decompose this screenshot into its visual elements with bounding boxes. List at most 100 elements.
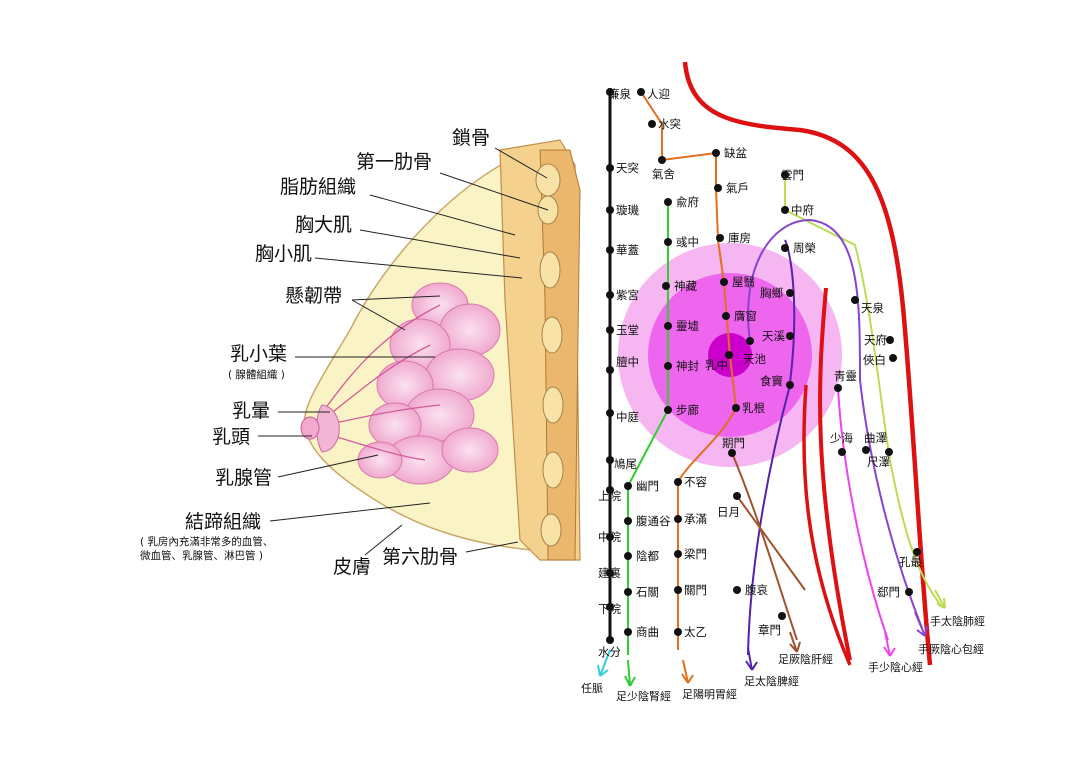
acupoint-dot-youmen (624, 482, 632, 490)
acupoint-dot-zigong (606, 291, 614, 299)
acupoint-label-quze: 曲澤 (864, 431, 887, 445)
acupoint-dot-zhongfu (781, 206, 789, 214)
acupoint-label-shuifen: 水分 (598, 645, 621, 659)
acupoint-label-kongzui: 孔最 (899, 555, 922, 569)
acupoint-label-tianquan: 天泉 (861, 301, 884, 315)
label-nipple: 乳頭 (212, 426, 250, 448)
rib-2 (540, 252, 560, 288)
acupoint-dot-shuitu (648, 120, 656, 128)
acupoint-dot-xiongxiang (786, 289, 794, 297)
acupoint-label-tianxi: 天溪 (762, 329, 785, 343)
acupoint-label-lingxu: 靈墟 (676, 319, 699, 333)
acupoint-dot-shaohai (838, 448, 846, 456)
acupoint-dot-wuyi (720, 278, 728, 286)
acupoint-label-qihu: 氣戶 (726, 181, 749, 195)
acupoint-label-fuai: 腹哀 (745, 583, 768, 597)
acupoint-label-guanmen: 關門 (684, 583, 707, 597)
acupoint-label-chize: 尺澤 (867, 455, 890, 469)
acupoint-label-zigong: 紫宮 (616, 288, 639, 302)
acupoint-label-lianquan: 廉泉 (608, 87, 631, 101)
acupoint-dot-shuifen (606, 636, 614, 644)
acupoint-dot-qishe (658, 156, 666, 164)
acupoint-dot-huagai (606, 246, 614, 254)
acupoint-label-bulang: 步廊 (676, 403, 699, 417)
acupoint-dot-xuanji (606, 206, 614, 214)
acupoint-label-shaohai: 少海 (830, 431, 853, 445)
acupoint-dot-taiyi (674, 628, 682, 636)
acupoint-dot-ximen (905, 588, 913, 596)
acupoint-label-yindu: 陰都 (636, 549, 659, 563)
acupoint-dot-zhangmen (778, 612, 786, 620)
legend-liver: 足厥陰肝經 (778, 652, 833, 666)
acupoint-dot-quepen (712, 149, 720, 157)
acupoint-label-jiuwei: 鳩尾 (614, 457, 637, 471)
acupoint-label-qishe: 氣舍 (652, 167, 675, 181)
acupoint-dot-rugen (732, 404, 740, 412)
legend-ren: 任脈 (581, 681, 603, 695)
breast-cross-section-illustration (301, 140, 580, 560)
acupoint-dot-burong (674, 478, 682, 486)
acupoint-dot-tianfu (886, 336, 894, 344)
acupoint-dot-yuzhong (664, 238, 672, 246)
legend-pericardium: 手厥陰心包經 (918, 642, 984, 656)
acupoint-label-shangwan: 上院 (598, 489, 621, 503)
acupoint-label-tianchi: 天池 (743, 352, 766, 366)
acupoint-label-shanzhong: 膻中 (616, 355, 639, 369)
acupoint-label-burong: 不容 (684, 475, 707, 489)
acupoint-label-shencang: 神藏 (674, 279, 697, 293)
acupoint-label-shidou: 食竇 (760, 374, 783, 388)
acupoint-dot-futonggu (624, 517, 632, 525)
legend-spleen: 足太陰脾經 (744, 674, 799, 688)
legend-lung: 手太陰肺經 (930, 614, 985, 628)
acupoint-dot-shufu (664, 198, 672, 206)
acupoint-dot-bulang (664, 406, 672, 414)
acupoint-label-chengman: 承滿 (684, 512, 707, 526)
acupoint-dot-tiantu (606, 164, 614, 172)
acupoint-label-shiguan: 石關 (636, 585, 659, 599)
label-pec-minor: 胸小肌 (255, 243, 312, 265)
acupoint-label-yutang: 玉堂 (616, 323, 639, 337)
legend-kidney: 足少陰腎經 (616, 689, 671, 703)
acupoint-dot-shenfeng (664, 362, 672, 370)
acupoint-dot-riyue (733, 492, 741, 500)
label-lobule: 乳小葉 (230, 343, 287, 365)
acupoint-label-yunmen: 雲門 (781, 168, 804, 182)
acupoint-label-xiongxiang: 胸鄉 (760, 286, 783, 300)
label-skin: 皮膚 (333, 556, 371, 578)
rib-5 (543, 452, 563, 488)
acupoint-label-zhongting: 中庭 (616, 410, 639, 424)
acupoint-label-rugen: 乳根 (742, 401, 765, 415)
acupoint-dot-shangqu (624, 628, 632, 636)
acupoint-label-xuanji: 璇璣 (616, 203, 639, 217)
acupoint-label-jianli: 建裏 (598, 566, 621, 580)
acupoint-label-xiabai: 俠白 (863, 353, 886, 367)
acupoint-dot-yingchuang (722, 312, 730, 320)
acupoint-label-taiyi: 太乙 (684, 625, 707, 639)
acupoint-dot-tianxi (786, 332, 794, 340)
acupoint-dot-shencang (662, 282, 670, 290)
acupoint-dot-qimen (728, 449, 736, 457)
label-connective-note2: 微血管、乳腺管、淋巴管 ) (140, 549, 263, 562)
acupoint-label-zhongwan: 中院 (598, 530, 621, 544)
acupoint-dot-zhourong (781, 244, 789, 252)
label-pec-major: 胸大肌 (295, 214, 352, 236)
legend-heart: 手少陰心經 (868, 660, 923, 674)
label-suspensory: 懸韌帶 (285, 285, 342, 307)
acupoint-label-shuitu: 水突 (658, 117, 681, 131)
acupoint-label-tiantu: 天突 (616, 161, 639, 175)
acupoint-dot-liangmen (674, 550, 682, 558)
acupoint-label-yuzhong: 彧中 (676, 235, 699, 249)
label-connective-note1: ( 乳房內充滿非常多的血管、 (140, 535, 273, 548)
acupoint-dot-yindu (624, 552, 632, 560)
acupoint-label-tianfu: 天府 (864, 333, 887, 347)
acupoint-dot-yutang (606, 326, 614, 334)
label-lobule-note: ( 腺體組織 ) (228, 368, 285, 381)
acupoint-dot-quze (862, 446, 870, 454)
rib-6 (541, 514, 561, 546)
acupoint-label-shenfeng: 神封 (676, 359, 699, 373)
acupoint-dot-fuai (733, 586, 741, 594)
acupoint-label-ximen: 郄門 (877, 585, 900, 599)
label-areola: 乳暈 (232, 400, 270, 422)
acupoint-label-zhangmen: 章門 (758, 623, 781, 637)
